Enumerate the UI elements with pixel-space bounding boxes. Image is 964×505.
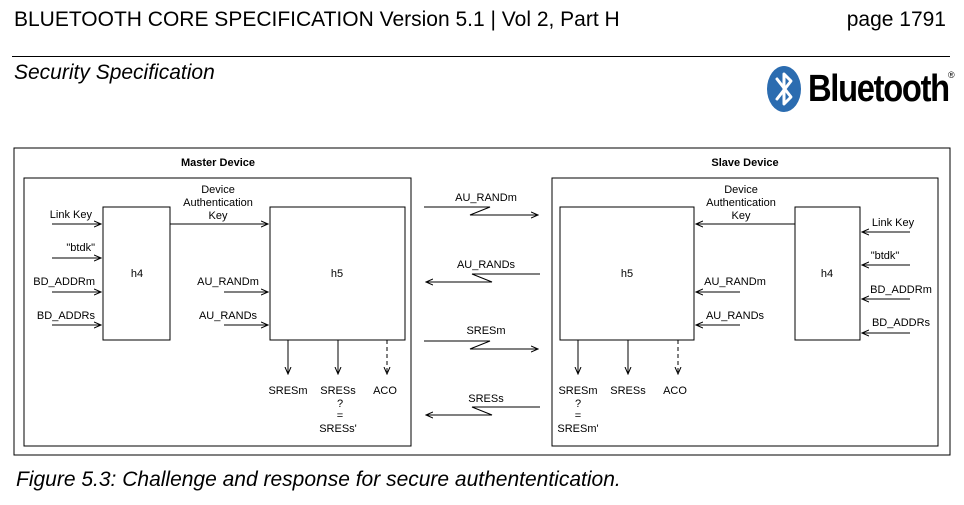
master-compare-equals: = [337, 410, 343, 422]
figure-frame [13, 147, 951, 456]
master-dak-line1: Device [201, 184, 235, 196]
slave-input-btdk: "btdk" [871, 250, 900, 262]
master-compare-question: ? [337, 398, 343, 410]
slave-compare-equals: = [575, 410, 581, 422]
header-rule [12, 56, 950, 57]
master-output-sresm: SRESm [268, 385, 307, 397]
page-number: page 1791 [846, 8, 946, 31]
master-h5-input-au-rands: AU_RANDs [199, 310, 258, 322]
slave-output-sresm: SRESm [558, 385, 597, 397]
slave-h4-label: h4 [821, 268, 833, 280]
slave-dak-line2: Authentication [706, 197, 776, 209]
message-arrow-au-rands [426, 273, 540, 282]
document-title: BLUETOOTH CORE SPECIFICATION Version 5.1… [14, 8, 620, 31]
master-dak-line3: Key [209, 210, 228, 222]
message-arrow-sresm [424, 340, 538, 349]
message-sress: SRESs [468, 393, 504, 405]
master-h4-label: h4 [131, 268, 143, 280]
slave-h5-input-au-rands: AU_RANDs [706, 310, 765, 322]
logo-wordmark: Bluetooth [808, 68, 950, 110]
bluetooth-logo: Bluetooth ® [766, 64, 956, 116]
slave-compare-question: ? [575, 398, 581, 410]
slave-input-bd-addrs: BD_ADDRs [872, 317, 931, 329]
message-au-rands: AU_RANDs [457, 259, 516, 271]
master-input-btdk: "btdk" [66, 242, 95, 254]
slave-h5-box [559, 206, 695, 341]
master-device-title: Master Device [181, 157, 255, 169]
slave-h5-label: h5 [621, 268, 633, 280]
master-h4-box [102, 206, 171, 341]
master-output-sress: SRESs [320, 385, 356, 397]
slave-device-title: Slave Device [711, 157, 778, 169]
bluetooth-rune-icon [767, 66, 801, 112]
slave-device-box [551, 177, 939, 447]
slave-compare-sresm-prime: SRESm' [557, 423, 598, 435]
message-sresm: SRESm [466, 325, 505, 337]
section-title: Security Specification [14, 61, 215, 84]
slave-h5-input-au-randm: AU_RANDm [704, 276, 766, 288]
master-input-bd-addrm: BD_ADDRm [33, 276, 95, 288]
master-input-link-key: Link Key [50, 209, 93, 221]
master-h5-label: h5 [331, 268, 343, 280]
slave-dak-line3: Key [732, 210, 751, 222]
master-h5-input-au-randm: AU_RANDm [197, 276, 259, 288]
slave-input-bd-addrm: BD_ADDRm [870, 284, 932, 296]
master-output-aco: ACO [373, 385, 397, 397]
master-device-box [23, 177, 412, 447]
message-arrow-sress [426, 406, 540, 415]
slave-dak-line1: Device [724, 184, 758, 196]
master-input-bd-addrs: BD_ADDRs [37, 310, 96, 322]
slave-output-sress: SRESs [610, 385, 646, 397]
slave-input-link-key: Link Key [872, 217, 915, 229]
slave-output-aco: ACO [663, 385, 687, 397]
master-compare-sress-prime: SRESs' [319, 423, 357, 435]
figure-caption: Figure 5.3: Challenge and response for s… [16, 468, 621, 491]
slave-h4-box [794, 206, 861, 341]
message-au-randm: AU_RANDm [455, 192, 517, 204]
registered-mark: ® [948, 70, 955, 80]
message-arrow-au-randm [424, 206, 538, 215]
master-dak-line2: Authentication [183, 197, 253, 209]
